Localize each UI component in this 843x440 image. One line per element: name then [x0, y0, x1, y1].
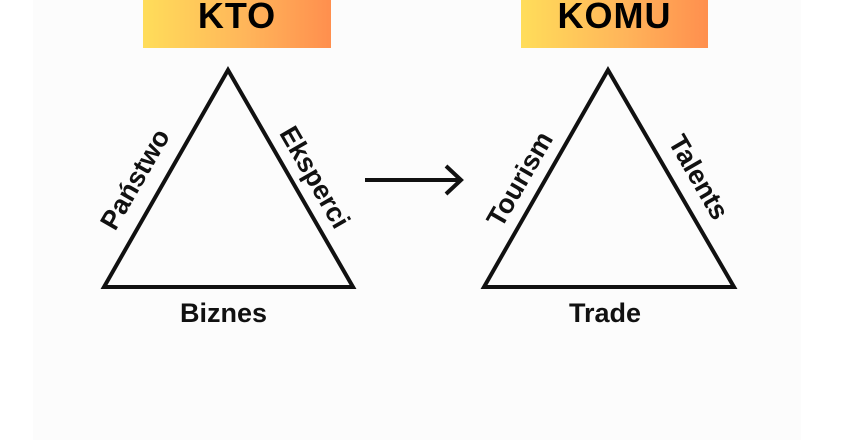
title-box-komu: KOMU [521, 0, 708, 48]
arrow-icon [365, 164, 464, 196]
triangle-right [480, 65, 738, 289]
triangle-left [100, 65, 357, 289]
title-box-kto: KTO [143, 0, 331, 48]
title-komu: KOMU [557, 0, 672, 36]
side-label-trade: Trade [569, 298, 642, 328]
title-kto: KTO [197, 0, 277, 36]
side-label-biznes: Biznes [180, 298, 268, 328]
background-panel [33, 0, 801, 440]
